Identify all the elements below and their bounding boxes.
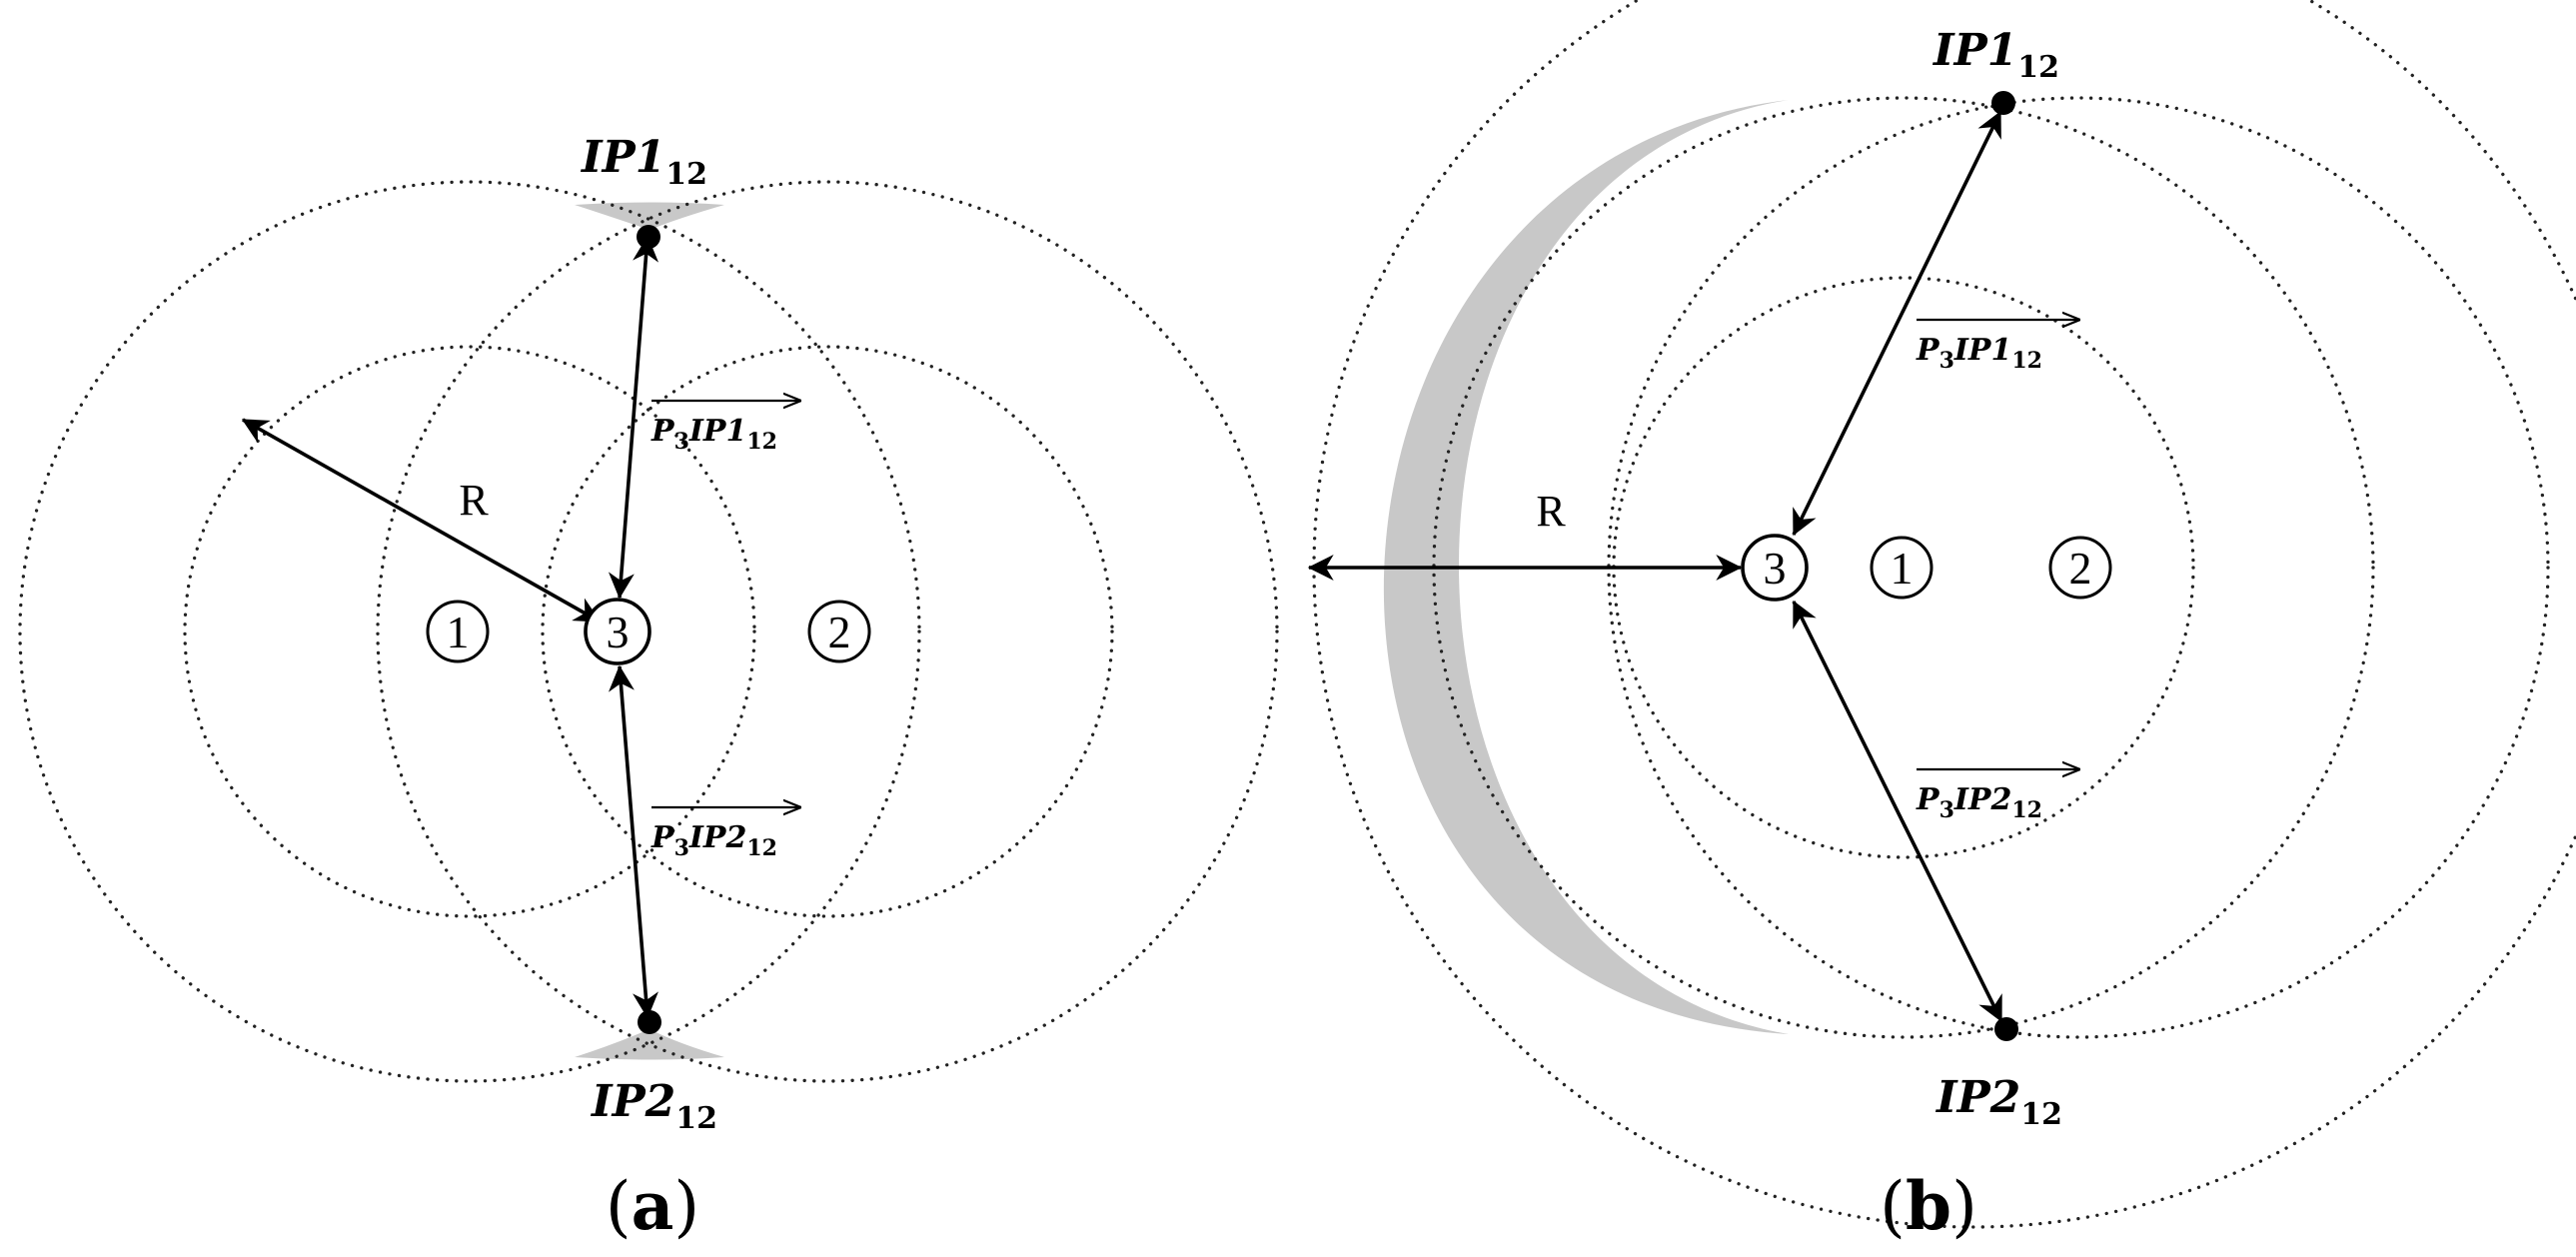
node-3-circle xyxy=(584,598,651,665)
dotted-circle-1-outer xyxy=(18,180,921,1083)
vector-label-ip2: P3IP212 xyxy=(650,807,799,861)
ip2-label: IP212 xyxy=(590,1076,717,1136)
node-1-circle xyxy=(1870,536,1933,600)
dotted-circle-outer-large xyxy=(1312,0,2576,1229)
node-2-label: 2 xyxy=(2069,543,2092,594)
svg-text:P3IP112: P3IP112 xyxy=(1916,333,2042,374)
panel-a-label: (a) xyxy=(606,1167,699,1245)
node-1-circle xyxy=(426,600,490,663)
dotted-circle-1-outer xyxy=(1432,96,2375,1039)
dotted-circle-1-inner xyxy=(183,345,756,918)
node-1-label: 1 xyxy=(447,607,470,657)
shaded-region-top xyxy=(575,202,724,230)
vector-label-ip2: P3IP212 xyxy=(1916,769,2078,823)
vector-arrow-ip2 xyxy=(609,664,658,1019)
svg-text:P3IP212: P3IP212 xyxy=(1916,782,2042,823)
shaded-region-bottom xyxy=(575,1029,724,1060)
dotted-circle-2-inner xyxy=(541,345,1114,918)
radius-arrow xyxy=(241,418,602,624)
radius-label: R xyxy=(459,476,489,525)
node-3-circle xyxy=(1741,534,1809,602)
panel-b: 3 1 2 R IP112 IP212 P3IP112 P3IP212 (b) xyxy=(1307,0,2576,1245)
radius-label: R xyxy=(1536,487,1566,536)
svg-text:P3IP212: P3IP212 xyxy=(650,820,777,861)
node-3-label: 3 xyxy=(607,607,630,657)
dotted-circle-2-outer xyxy=(376,180,1279,1083)
panel-b-label: (b) xyxy=(1880,1167,1977,1245)
node-2-label: 2 xyxy=(828,607,851,657)
node-1-label: 1 xyxy=(1891,543,1914,594)
svg-text:P3IP112: P3IP112 xyxy=(650,414,777,455)
ip2-point xyxy=(1994,1017,2018,1041)
ip2-point xyxy=(638,1010,661,1034)
node-3-label: 3 xyxy=(1764,543,1787,594)
dotted-circle-2-outer xyxy=(1607,96,2550,1039)
ip1-point xyxy=(637,225,660,249)
vector-arrow-ip1 xyxy=(1792,110,2002,537)
vector-label-ip1: P3IP112 xyxy=(1916,320,2078,374)
vector-arrow-ip1 xyxy=(608,235,659,600)
node-2-circle xyxy=(807,600,871,663)
panel-a: 1 2 3 R IP112 IP212 P3IP112 P3IP212 (a) xyxy=(18,132,1279,1245)
node-2-circle xyxy=(2048,536,2112,600)
ip1-point xyxy=(1991,91,2015,115)
vector-arrow-ip2 xyxy=(1792,600,2003,1023)
ip1-label: IP112 xyxy=(1932,25,2059,85)
ip2-label: IP212 xyxy=(1934,1072,2062,1132)
shaded-crescent xyxy=(1383,100,1789,1034)
ip1-label: IP112 xyxy=(580,132,707,192)
vector-label-ip1: P3IP112 xyxy=(650,401,799,455)
